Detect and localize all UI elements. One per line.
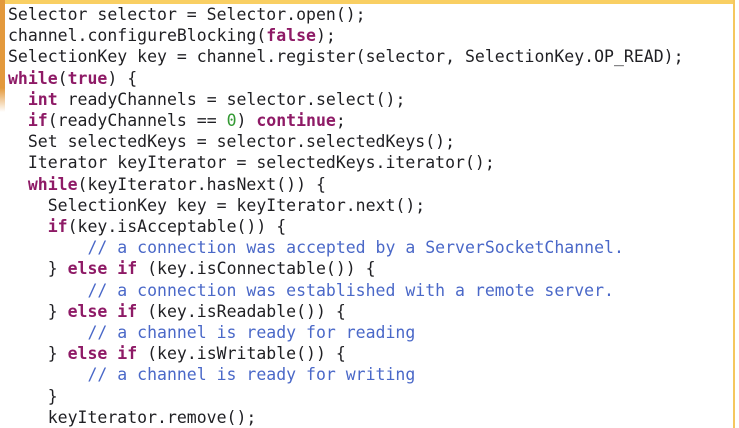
code-content: Selector selector = Selector.open();chan…	[8, 4, 729, 428]
code-line: } else if (key.isReadable()) {	[8, 301, 729, 322]
code-token-kw: else	[67, 301, 108, 321]
code-line: } else if (key.isWritable()) {	[8, 343, 729, 364]
code-token-kw: if	[47, 217, 68, 237]
code-token-kw: if	[27, 111, 48, 131]
code-token-kw: false	[266, 26, 316, 46]
code-line: }	[8, 386, 729, 407]
code-line: // a channel is ready for reading	[8, 322, 729, 343]
code-line: Iterator keyIterator = selectedKeys.iter…	[8, 152, 729, 173]
code-token-pln: SelectionKey key = channel.register(sele…	[8, 47, 684, 67]
code-box-border-right	[733, 0, 735, 428]
code-token-com: // a channel is ready for writing	[8, 365, 416, 385]
code-token-pln	[8, 217, 48, 236]
code-token-pln: SelectionKey key = keyIterator.next();	[8, 195, 426, 215]
code-token-pln: (key.isAcceptable()) {	[67, 217, 287, 237]
code-token-pln: keyIterator.remove();	[8, 407, 257, 427]
code-box-border-left	[0, 0, 5, 130]
code-token-pln: }	[8, 301, 68, 321]
code-line: // a channel is ready for writing	[8, 364, 729, 385]
code-token-com: // a connection was established with a r…	[8, 280, 614, 300]
code-line: } else if (key.isConnectable()) {	[8, 258, 729, 279]
code-line: channel.configureBlocking(false);	[8, 25, 729, 46]
code-token-pln: }	[8, 386, 58, 406]
code-line: // a connection was established with a r…	[8, 280, 729, 301]
code-token-pln: Iterator keyIterator = selectedKeys.iter…	[8, 153, 495, 173]
code-token-kw: true	[67, 68, 108, 88]
code-line: SelectionKey key = keyIterator.next();	[8, 195, 729, 216]
code-token-kw: while	[27, 174, 78, 194]
code-line: int readyChannels = selector.select();	[8, 89, 729, 110]
code-token-kw: else	[67, 259, 108, 279]
code-token-pln: channel.configureBlocking(	[8, 26, 267, 46]
code-token-num: 0	[226, 111, 237, 131]
code-line: if(readyChannels == 0) continue;	[8, 110, 729, 131]
code-token-kw: else	[67, 344, 108, 364]
code-token-kw: int	[27, 89, 58, 109]
code-token-pln: )	[236, 111, 257, 131]
code-line: if(key.isAcceptable()) {	[8, 216, 729, 237]
code-token-pln: (key.isConnectable()) {	[137, 259, 376, 279]
code-token-pln: }	[8, 259, 68, 279]
code-token-pln	[107, 344, 117, 363]
code-token-pln: Set selectedKeys = selector.selectedKeys…	[8, 132, 456, 152]
code-line: keyIterator.remove();	[8, 407, 729, 428]
code-token-pln: Selector selector = Selector.open();	[8, 5, 366, 24]
code-token-pln: (keyIterator.hasNext()) {	[77, 174, 326, 194]
code-token-kw: if	[117, 259, 138, 279]
code-token-kw: if	[117, 301, 138, 321]
code-token-pln: ;	[335, 111, 346, 131]
code-token-kw: if	[117, 344, 138, 364]
code-token-pln: );	[315, 26, 336, 46]
code-box-border-top	[0, 0, 735, 4]
code-token-pln: ) {	[107, 68, 138, 88]
code-token-pln	[107, 259, 117, 278]
code-token-pln: (key.isWritable()) {	[137, 344, 346, 364]
code-line: SelectionKey key = channel.register(sele…	[8, 46, 729, 67]
code-line: // a connection was accepted by a Server…	[8, 237, 729, 258]
code-token-pln	[8, 111, 28, 130]
code-line: while(true) {	[8, 68, 729, 89]
code-line: Set selectedKeys = selector.selectedKeys…	[8, 131, 729, 152]
code-token-kw: while	[8, 68, 58, 88]
code-token-pln: (key.isReadable()) {	[137, 301, 346, 321]
code-token-com: // a channel is ready for reading	[8, 323, 416, 343]
code-token-kw: continue	[256, 111, 336, 131]
code-token-pln: (readyChannels ==	[47, 111, 227, 131]
code-token-pln: (	[57, 68, 68, 88]
code-line: while(keyIterator.hasNext()) {	[8, 174, 729, 195]
code-token-pln	[107, 302, 117, 321]
code-token-pln	[8, 175, 28, 194]
code-token-pln: }	[8, 344, 68, 364]
code-token-pln: readyChannels = selector.select();	[57, 89, 406, 109]
code-line: Selector selector = Selector.open();	[8, 4, 729, 25]
code-token-pln	[8, 90, 28, 109]
code-token-com: // a connection was accepted by a Server…	[8, 238, 624, 258]
